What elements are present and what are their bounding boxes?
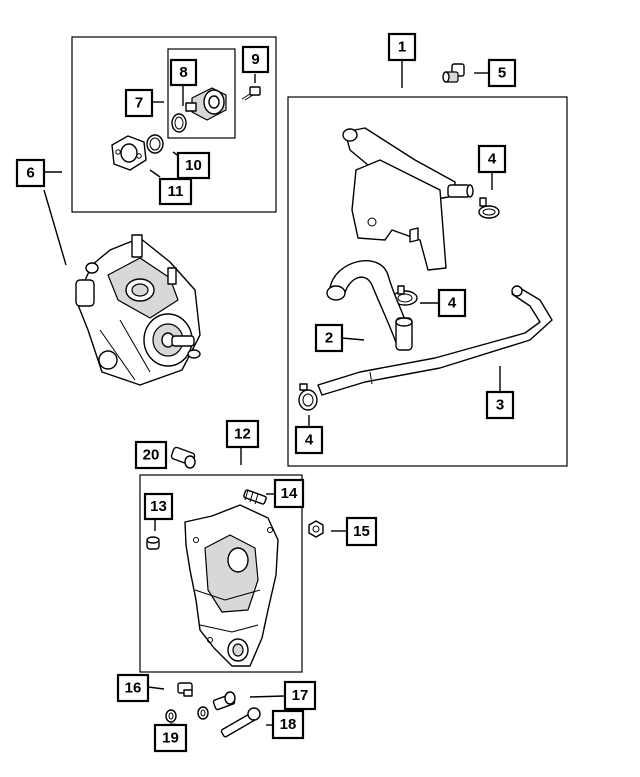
svg-text:4: 4 — [305, 432, 314, 449]
washer-part — [165, 706, 209, 723]
callout-5: 5 — [487, 58, 517, 88]
flange-part — [111, 134, 164, 171]
nut-part — [308, 520, 324, 538]
fuel-tube-part — [317, 285, 553, 396]
svg-text:6: 6 — [26, 165, 34, 182]
callout-6: 6 — [15, 158, 46, 188]
svg-text:18: 18 — [280, 716, 297, 733]
svg-text:8: 8 — [179, 64, 187, 81]
callout-3: 3 — [485, 390, 515, 420]
fuel-line-assembly-frame — [287, 96, 568, 467]
callout-19: 19 — [153, 723, 188, 753]
svg-text:14: 14 — [281, 485, 298, 502]
callout-9: 9 — [241, 45, 270, 74]
pressure-sensor-part — [171, 87, 227, 133]
svg-text:19: 19 — [162, 730, 179, 747]
svg-text:7: 7 — [135, 95, 143, 112]
callout-7: 7 — [124, 88, 154, 118]
svg-text:11: 11 — [168, 183, 184, 200]
screw-part — [241, 86, 261, 101]
callout-4: 4 — [437, 288, 467, 318]
svg-text:10: 10 — [185, 157, 202, 174]
stud-part — [170, 446, 196, 469]
svg-text:9: 9 — [251, 51, 259, 68]
callout-14: 14 — [273, 478, 305, 509]
fitting-part — [442, 63, 465, 83]
callout-1: 1 — [387, 32, 417, 62]
svg-text:17: 17 — [292, 687, 309, 704]
callout-10: 10 — [176, 151, 211, 180]
callout-15: 15 — [345, 516, 378, 547]
callout-8: 8 — [169, 58, 198, 87]
leader-lines — [43, 60, 501, 726]
svg-text:5: 5 — [498, 65, 506, 82]
fuel-return-bracket-part — [342, 127, 474, 271]
cover-assembly-frame — [139, 474, 303, 673]
svg-text:15: 15 — [353, 523, 370, 540]
callout-11: 11 — [158, 177, 193, 206]
stud-part — [243, 489, 267, 505]
bolt-part — [212, 691, 236, 711]
svg-text:4: 4 — [488, 151, 497, 168]
callout-2: 2 — [314, 323, 344, 353]
svg-text:4: 4 — [448, 295, 457, 312]
front-cover-part — [184, 504, 279, 667]
svg-text:3: 3 — [496, 397, 504, 414]
callout-18: 18 — [271, 709, 305, 740]
callout-12: 12 — [225, 419, 260, 449]
sensor-inner-frame — [167, 48, 236, 139]
svg-text:2: 2 — [325, 330, 333, 347]
hose-clamp-part — [478, 197, 500, 219]
hose-clamp-part — [298, 383, 318, 411]
pressure-regulator-kit-frame — [71, 36, 277, 213]
svg-text:13: 13 — [150, 498, 167, 515]
callout-4: 4 — [294, 425, 324, 455]
callout-20: 20 — [134, 440, 168, 470]
fuel-pump-part — [75, 234, 201, 386]
callout-4: 4 — [477, 144, 507, 174]
fuel-hose-part — [326, 260, 413, 351]
svg-text:12: 12 — [234, 426, 251, 443]
svg-text:1: 1 — [398, 39, 406, 56]
callout-17: 17 — [283, 680, 317, 711]
svg-text:20: 20 — [143, 447, 160, 464]
bolt-part — [220, 707, 261, 738]
dowel-part — [146, 536, 160, 550]
callout-16: 16 — [116, 673, 150, 703]
bolt-part — [177, 682, 193, 697]
svg-text:16: 16 — [125, 680, 142, 697]
callout-13: 13 — [143, 492, 174, 521]
